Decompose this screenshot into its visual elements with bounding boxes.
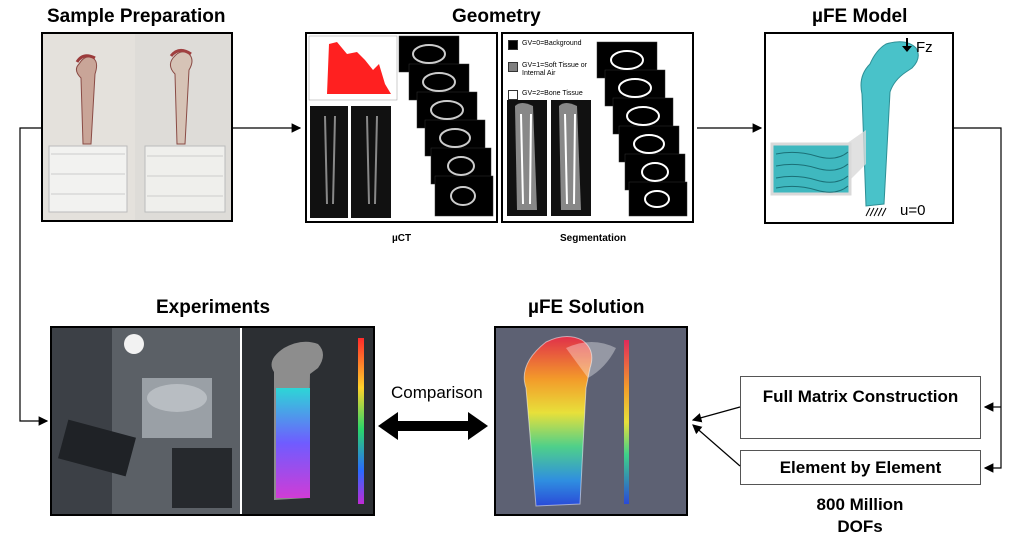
experiments-title: Experiments [156,297,271,318]
legend-item-background: GV=0=Background [508,40,600,50]
histogram-plot [327,42,391,94]
displacement-field-image [496,328,686,514]
dofs-note: 800 Million DOFs [800,494,920,538]
legend-swatch-soft-tissue [508,62,518,72]
sample-preparation-panel [41,32,233,222]
force-label: Fz [916,39,933,56]
geometry-title: Geometry [452,6,541,27]
segmentation-legend: GV=0=Background GV=1=Soft Tissue or Inte… [508,40,600,112]
legend-label-background: GV=0=Background [522,40,582,47]
dofs-line-1: 800 Million [816,495,904,514]
legend-label-bone-tissue: GV=2=Bone Tissue [522,90,583,97]
arrow-model-to-ebe [954,127,1002,473]
segmentation-panel: GV=0=Background GV=1=Soft Tissue or Inte… [501,32,694,223]
sample-preparation-title: Sample Preparation [47,6,226,27]
experiments-panel [50,326,375,516]
ufe-mesh-image [770,38,919,217]
segmentation-caption: Segmentation [560,233,627,244]
legend-swatch-bone-tissue [508,90,518,100]
ufe-model-title: µFE Model [812,6,908,27]
boundary-condition-label: u=0 [900,202,926,219]
element-by-element-box: Element by Element [740,450,981,485]
uct-caption: µCT [392,233,412,244]
legend-swatch-background [508,40,518,50]
bone-samples-photo [43,34,231,220]
ufe-solution-panel [494,326,688,516]
ufe-model-panel: Fz u=0 [764,32,954,224]
legend-item-soft-tissue: GV=1=Soft Tissue or Internal Air [508,62,600,78]
full-matrix-construction-box: Full Matrix Construction [740,376,981,439]
legend-label-soft-tissue: GV=1=Soft Tissue or Internal Air [522,62,587,77]
element-by-element-label: Element by Element [779,457,942,477]
force-arrow-icon [902,38,912,52]
arrow-ebe-to-solution [692,424,741,467]
arrow-full-matrix-to-solution [691,406,741,423]
uct-images [307,34,496,221]
ufe-solution-title: µFE Solution [528,297,645,318]
full-matrix-construction-label: Full Matrix Construction [762,387,959,406]
comparison-label: Comparison [391,383,483,402]
uct-panel [305,32,498,223]
dofs-line-2: DOFs [837,517,883,536]
experiment-photos [52,328,373,514]
legend-item-bone-tissue: GV=2=Bone Tissue [508,90,600,100]
arrow-prep-to-experiments [19,127,49,426]
segmentation-images [507,41,688,217]
